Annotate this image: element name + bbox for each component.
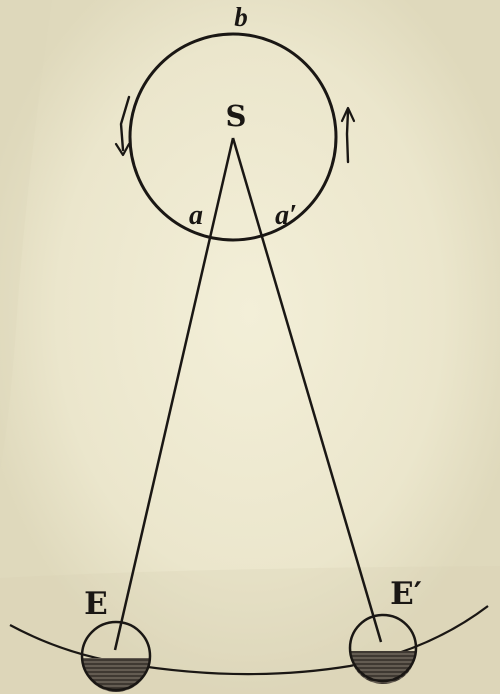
left-sight-line xyxy=(113,137,235,651)
paper-shadow-left xyxy=(0,0,52,470)
left-point-label: a xyxy=(189,200,203,231)
orbit-circle xyxy=(128,32,338,242)
earth-orbit-arc xyxy=(9,605,489,676)
left-earth xyxy=(80,620,152,692)
left-orbit-arrow xyxy=(119,95,131,152)
sun-label: S xyxy=(226,99,247,133)
left-earth-shadow xyxy=(82,658,150,692)
right-orbit-arrowhead xyxy=(340,106,356,123)
top-point-label: b xyxy=(234,2,248,32)
left-earth-label: E xyxy=(84,586,108,622)
right-orbit-arrow xyxy=(345,109,350,164)
right-earth-label: E′ xyxy=(390,576,422,612)
left-orbit-arrowhead xyxy=(114,142,131,157)
right-sight-line xyxy=(231,137,383,643)
right-point-label: a′ xyxy=(275,200,297,231)
right-earth xyxy=(348,613,418,683)
